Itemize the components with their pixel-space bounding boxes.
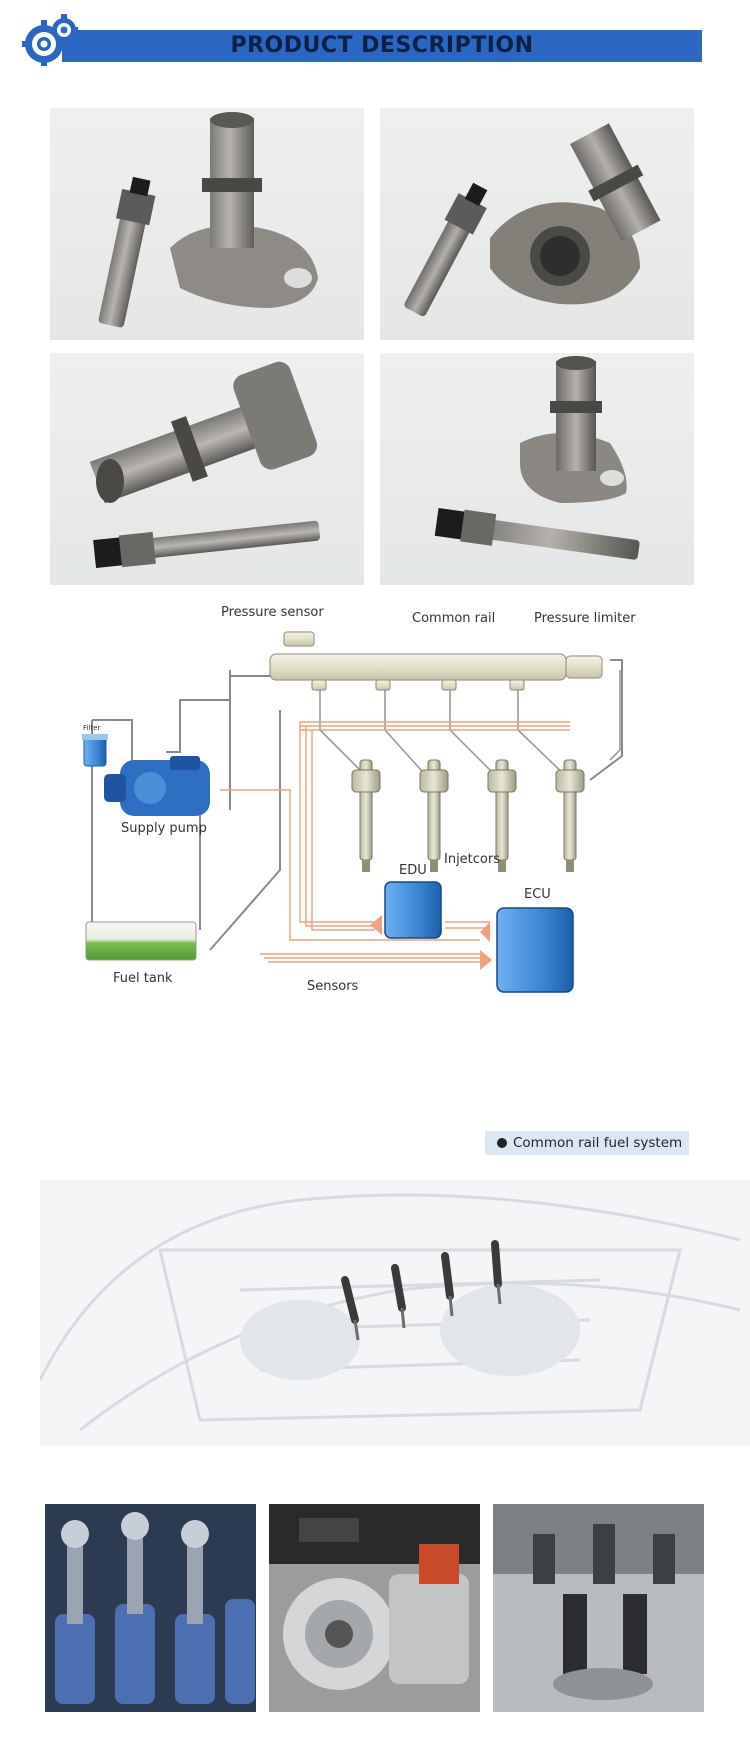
diagram-caption: Common rail fuel system	[485, 1131, 689, 1155]
page-title: PRODUCT DESCRIPTION	[230, 33, 534, 58]
supply-pump-shape	[104, 756, 210, 816]
gears-icon	[22, 14, 78, 66]
bullet-icon	[497, 1138, 507, 1148]
label-filter: Filter	[83, 724, 100, 732]
label-injectors: Injetcors	[444, 852, 500, 867]
caption-text: Common rail fuel system	[513, 1135, 683, 1151]
label-fuel-tank: Fuel tank	[113, 971, 173, 986]
common-rail-diagram: Pressure sensor Common rail Pressure lim…	[82, 605, 636, 994]
label-pressure-limiter: Pressure limiter	[534, 611, 636, 626]
injectors-group	[351, 759, 585, 872]
label-ecu: ECU	[524, 887, 551, 902]
plunger-photo-1	[50, 108, 364, 340]
header-bar	[62, 30, 702, 62]
plunger-photo-3	[50, 353, 364, 585]
label-common-rail: Common rail	[412, 611, 495, 626]
engine-illustration	[40, 1180, 750, 1446]
fuel-pump-photo	[269, 1504, 480, 1712]
cylinder-cutaway-photo	[493, 1504, 704, 1712]
label-edu: EDU	[399, 863, 427, 878]
label-sensors: Sensors	[307, 979, 359, 994]
label-supply-pump: Supply pump	[121, 821, 207, 836]
plunger-photo-4	[380, 353, 694, 585]
plunger-photo-2	[380, 108, 694, 340]
label-pressure-sensor: Pressure sensor	[221, 605, 324, 620]
engine-valves-photo	[45, 1504, 256, 1712]
